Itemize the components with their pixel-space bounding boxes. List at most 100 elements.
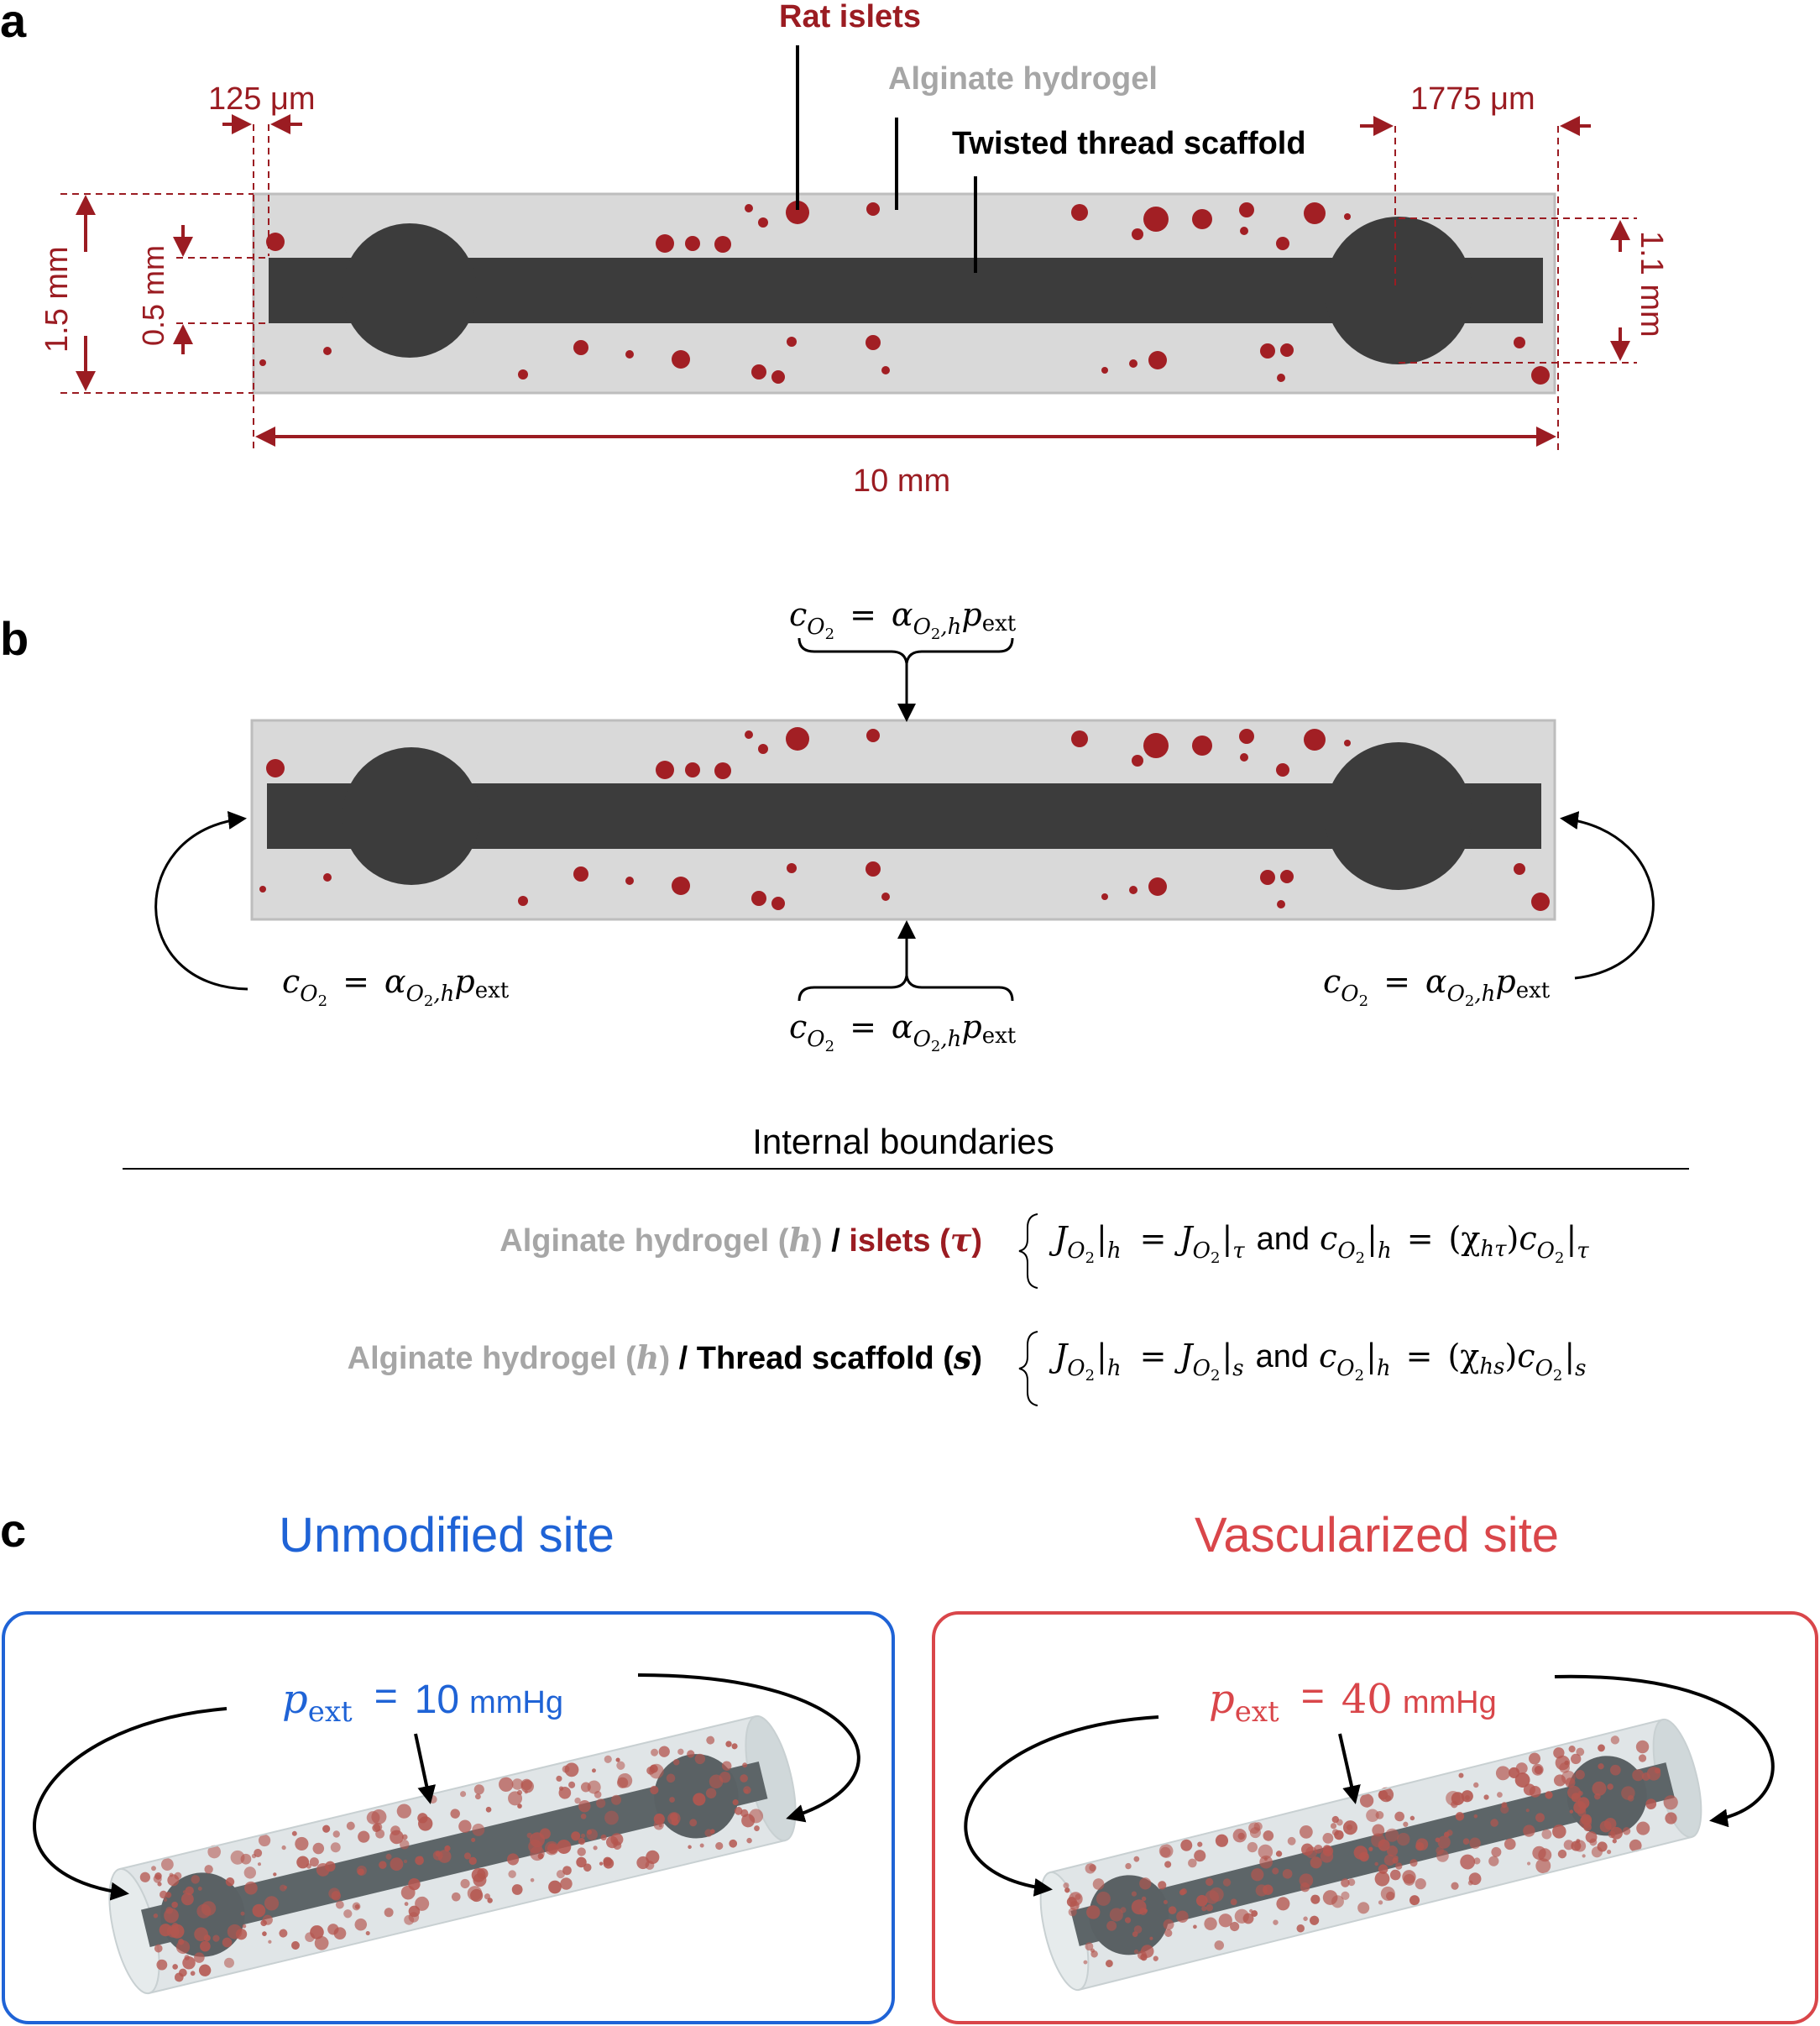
islet [1158,1881,1167,1890]
islet [1303,1916,1308,1921]
islet [1259,1855,1273,1869]
islet [573,866,588,882]
islet [1133,1925,1143,1934]
islet [268,1940,272,1944]
islet [366,1811,380,1824]
islet [650,1785,659,1795]
islet [1240,227,1248,235]
islet [1612,1839,1617,1844]
islet [335,1900,344,1909]
islet [1260,343,1275,359]
islet [396,1804,411,1819]
islet [1069,1892,1083,1906]
islet [1132,228,1143,240]
islet [257,1862,261,1866]
islet [1143,1908,1148,1913]
islet [771,897,785,910]
panel-a-device [252,192,1556,395]
islet [1589,1838,1598,1846]
cylinder-unmodified [108,1715,797,1995]
islet [1654,1767,1661,1774]
islet [688,1845,692,1850]
islet [744,1788,749,1794]
islet [1287,1836,1296,1845]
islet [1101,367,1108,374]
islet [164,1908,179,1924]
islet [1310,1856,1322,1869]
islet [1464,1795,1470,1800]
islet [1538,1848,1552,1862]
islet [729,1839,738,1848]
islet [653,1819,664,1830]
islet [1545,1791,1553,1799]
islet [1591,1846,1603,1858]
cylinder-edge [149,1839,786,1994]
islet [1559,1762,1570,1773]
islet [1344,740,1351,746]
islet [279,1929,288,1938]
islet [1179,1889,1185,1896]
panel-label-a: a [0,0,27,47]
islet [1403,1821,1409,1827]
islet [296,1856,310,1869]
islet [1353,1845,1368,1860]
islet [754,1825,760,1831]
dim-1775um-label: 1775 μm [1410,81,1535,117]
islet [1280,343,1294,357]
islet [745,204,753,212]
islet [530,1845,545,1861]
islet [1344,213,1351,220]
islet [1215,1834,1229,1847]
islet [468,1856,477,1866]
islet [758,217,768,228]
islet [1497,1792,1503,1798]
islet [706,1735,715,1745]
islet [1397,1832,1410,1846]
islet [262,1931,267,1936]
islet [578,1837,586,1845]
islet [1437,1835,1451,1849]
label-alginate-hydrogel: Alginate hydrogel [888,61,1158,97]
islet [200,1940,211,1952]
islet [415,1896,430,1911]
islet [273,1872,277,1877]
vascularized-site-box [932,1611,1818,2024]
islet [740,1774,748,1783]
islet [1158,1844,1174,1858]
internal-boundaries-title: Internal boundaries [752,1122,1054,1161]
islet [230,1850,245,1865]
islet [463,1852,472,1860]
islet [1372,1824,1385,1837]
islet [1514,1772,1530,1788]
islet [322,1824,331,1833]
islet [372,1824,381,1833]
islet [745,730,753,739]
islet [771,370,785,384]
islet [1322,1832,1334,1844]
islet [1665,1812,1677,1824]
islet [786,727,809,751]
islet [1090,1950,1098,1958]
islet [1322,1845,1332,1854]
islet [180,1893,194,1906]
svg-text:cO2=αO2,hpext: cO2=αO2,hpext [282,963,510,1010]
dim-1-1mm-label: 1.1 mm [1634,231,1669,338]
islet [153,1913,159,1919]
islet [1610,1826,1623,1840]
islet [1176,1910,1189,1923]
islet [262,1914,273,1925]
islet [1239,729,1254,744]
islet [746,1837,752,1844]
islet [174,1972,184,1982]
islet [1383,1854,1396,1866]
islet [1569,1809,1574,1814]
islet [591,1768,596,1773]
islet [1277,374,1285,382]
islet [787,337,797,347]
islet [1583,1823,1592,1832]
islet [310,1925,324,1940]
islet [1251,1868,1264,1882]
islet [1598,1744,1605,1752]
